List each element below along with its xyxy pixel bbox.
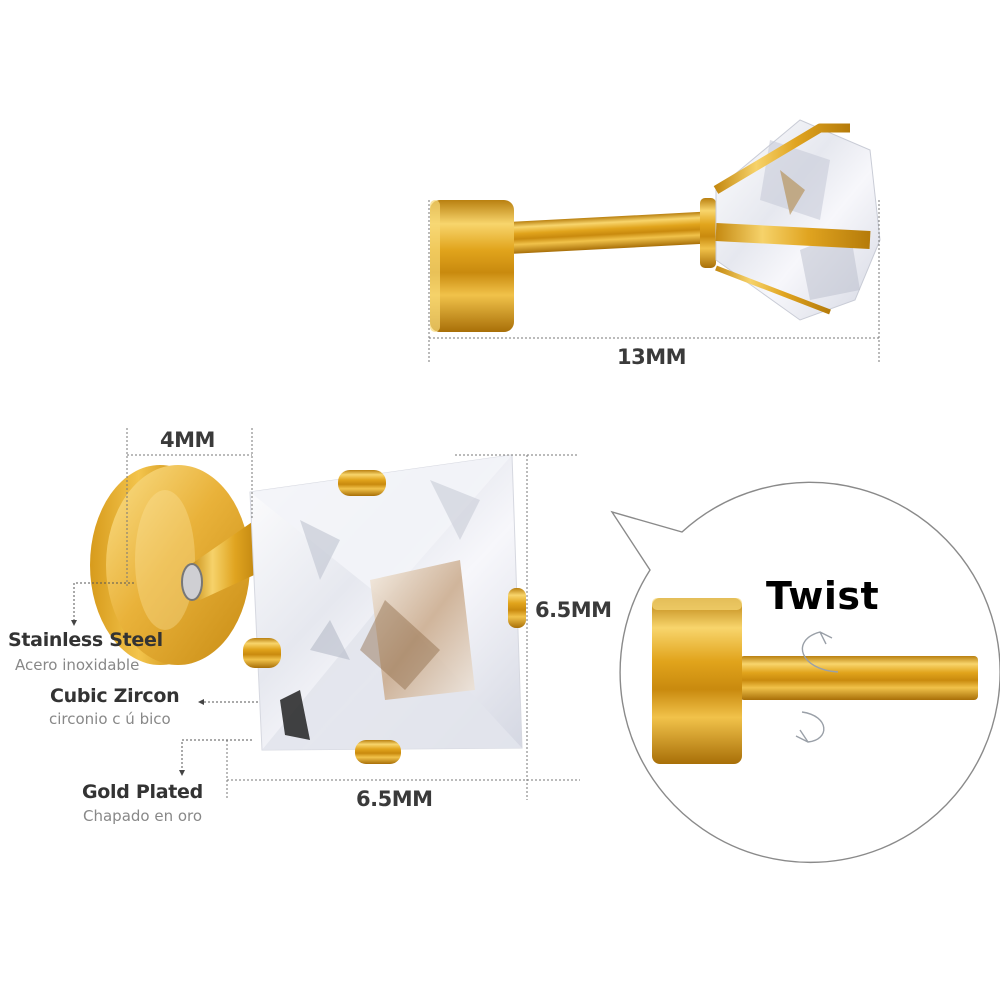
callout-cubic-zircon-title: Cubic Zircon bbox=[50, 685, 180, 707]
callout-gold-plated-title: Gold Plated bbox=[82, 781, 203, 803]
rotate-arrows-icon bbox=[795, 631, 839, 743]
callout-cubic-zircon-subtitle: circonio c ú bico bbox=[49, 710, 171, 728]
twist-label: Twist bbox=[766, 574, 880, 618]
dimension-back-diameter: 4MM bbox=[160, 428, 215, 452]
callout-stainless-steel-subtitle: Acero inoxidable bbox=[15, 656, 140, 674]
top-earring-side-view bbox=[428, 119, 881, 362]
twist-detail-bubble bbox=[610, 481, 1000, 863]
callout-gold-plated-subtitle: Chapado en oro bbox=[83, 807, 203, 825]
callout-stainless-steel-title: Stainless Steel bbox=[8, 629, 163, 651]
dimension-total-length: 13MM bbox=[617, 345, 687, 369]
dimension-stone-height: 6.5MM bbox=[535, 598, 612, 622]
square-earring-view bbox=[71, 428, 580, 800]
dimension-stone-width: 6.5MM bbox=[356, 787, 433, 811]
